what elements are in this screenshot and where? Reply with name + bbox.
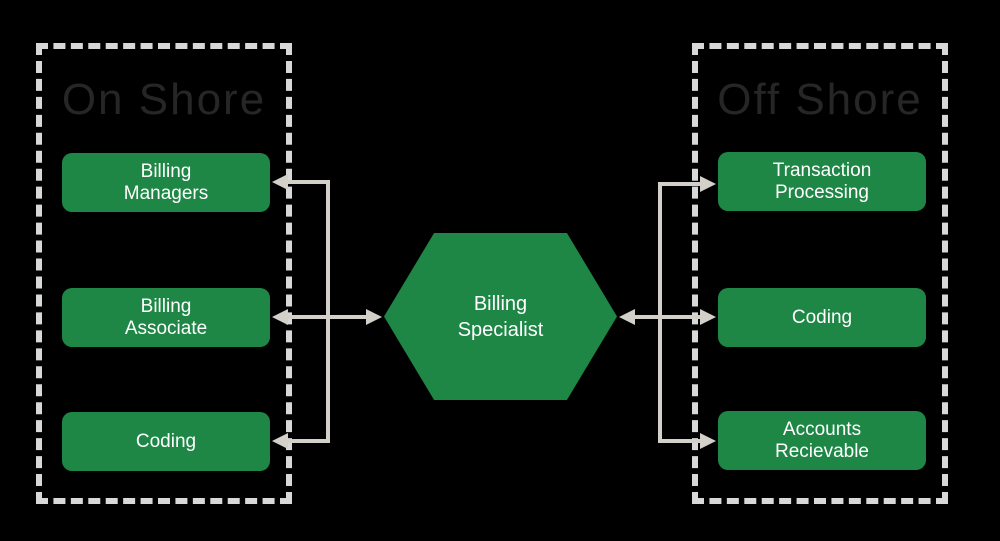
onshore-node-coding: Coding (62, 412, 270, 471)
offshore-node-accounts-recievable: Accounts Recievable (718, 411, 926, 470)
offshore-node-coding: Coding (718, 288, 926, 347)
offshore-group-box: Off Shore (692, 43, 948, 504)
onshore-node-billing-associate: Billing Associate (62, 288, 270, 347)
onshore-group-box: On Shore (36, 43, 292, 504)
offshore-group-title: Off Shore (717, 75, 923, 124)
onshore-group-title: On Shore (61, 75, 267, 124)
offshore-node-transaction-processing: Transaction Processing (718, 152, 926, 211)
onshore-node-billing-managers: Billing Managers (62, 153, 270, 212)
billing-specialist-hexagon: Billing Specialist (384, 233, 617, 400)
